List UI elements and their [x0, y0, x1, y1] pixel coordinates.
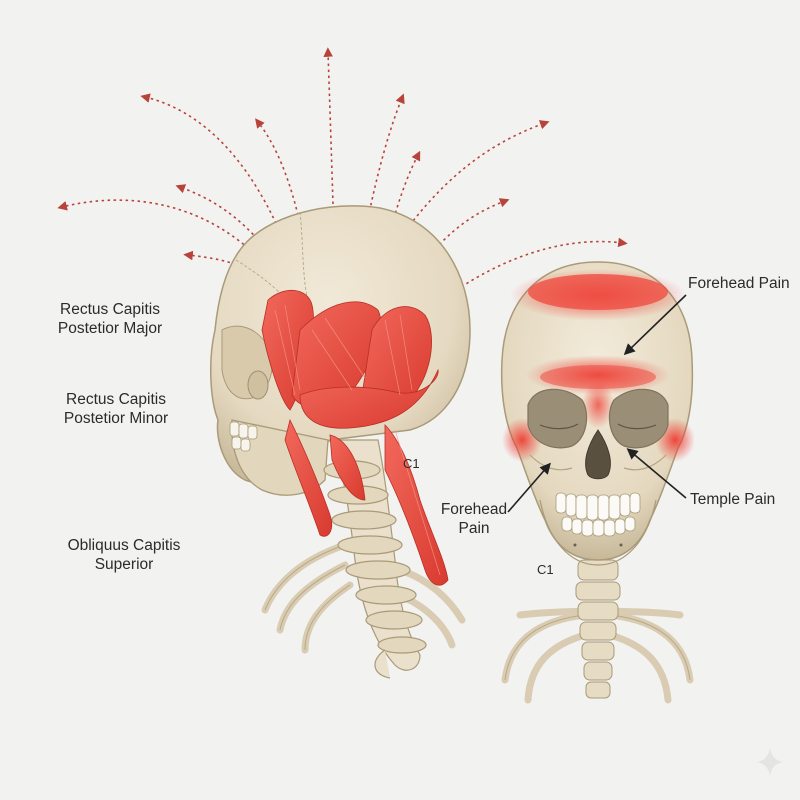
front-cervical-spine [576, 560, 620, 698]
front-teeth [556, 493, 640, 536]
label-line: Obliquus Capitis [54, 536, 194, 555]
label-rectus-capitis-major: Rectus Capitis Postetior Major [40, 300, 180, 338]
right-orbit [609, 389, 668, 447]
label-line: Rectus Capitis [46, 390, 186, 409]
label-forehead-pain-top: Forehead Pain [688, 274, 790, 293]
label-forehead-pain-side: Forehead Pain [434, 500, 514, 538]
label-c1-front: C1 [537, 560, 554, 579]
label-rectus-capitis-minor: Rectus Capitis Postetior Minor [46, 390, 186, 428]
label-line: Postetior Minor [46, 409, 186, 428]
label-line: Forehead [434, 500, 514, 519]
label-obliquus-capitis-superior: Obliquus Capitis Superior [54, 536, 194, 574]
left-orbit [528, 389, 587, 447]
sparkle-icon [757, 748, 783, 776]
side-skull [211, 206, 470, 678]
label-line: Rectus Capitis [40, 300, 180, 319]
label-line: Postetior Major [40, 319, 180, 338]
label-line: Superior [54, 555, 194, 574]
label-line: Pain [434, 519, 514, 538]
label-temple-pain: Temple Pain [690, 490, 775, 509]
label-c1-side: C1 [403, 454, 420, 473]
